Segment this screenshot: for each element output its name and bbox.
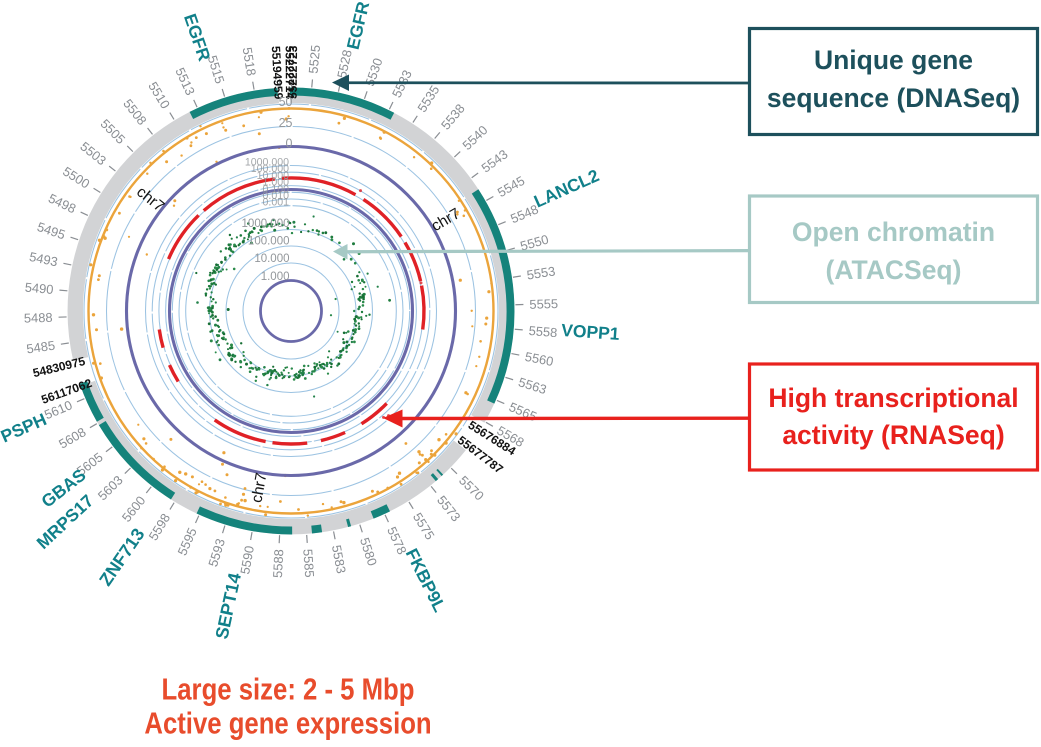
- svg-text:5485: 5485: [25, 338, 56, 357]
- svg-text:sequence (DNASeq): sequence (DNASeq): [767, 83, 1020, 113]
- svg-text:5543: 5543: [479, 146, 511, 175]
- svg-text:5595: 5595: [174, 525, 199, 557]
- svg-text:100.000: 100.000: [248, 236, 290, 248]
- svg-text:Large size: 2 - 5 Mbp: Large size: 2 - 5 Mbp: [162, 672, 415, 707]
- svg-text:5588: 5588: [270, 549, 286, 578]
- svg-text:5528: 5528: [334, 48, 355, 79]
- svg-text:5545: 5545: [495, 173, 527, 200]
- svg-text:VOPP1: VOPP1: [561, 320, 621, 344]
- svg-text:5535: 5535: [414, 83, 442, 115]
- svg-text:5565: 5565: [507, 399, 539, 424]
- svg-text:(ATACSeq): (ATACSeq): [826, 255, 962, 285]
- svg-text:FKBP9L: FKBP9L: [402, 545, 450, 615]
- svg-text:chr7: chr7: [429, 205, 464, 235]
- svg-text:10.000: 10.000: [254, 253, 289, 265]
- svg-text:5538: 5538: [438, 101, 468, 133]
- svg-text:Open chromatin: Open chromatin: [792, 217, 995, 247]
- svg-text:EGFR: EGFR: [180, 11, 215, 64]
- svg-text:5518: 5518: [240, 46, 260, 77]
- svg-text:5500: 5500: [60, 164, 92, 192]
- svg-text:5505: 5505: [98, 116, 129, 147]
- svg-text:5580: 5580: [357, 536, 380, 568]
- svg-text:PSPH: PSPH: [0, 409, 49, 446]
- svg-text:SEPT14: SEPT14: [212, 571, 246, 641]
- svg-text:5510: 5510: [145, 79, 173, 111]
- svg-text:55222723: 55222723: [286, 45, 300, 99]
- svg-text:5600: 5600: [119, 493, 149, 525]
- svg-text:5540: 5540: [459, 122, 490, 153]
- svg-text:5493: 5493: [28, 249, 59, 270]
- svg-text:5570: 5570: [456, 473, 487, 504]
- svg-text:5555: 5555: [529, 296, 558, 312]
- svg-text:0.001: 0.001: [262, 197, 289, 209]
- svg-text:5508: 5508: [120, 96, 150, 128]
- svg-text:5598: 5598: [145, 511, 173, 543]
- svg-text:5608: 5608: [56, 424, 88, 451]
- svg-text:25: 25: [279, 116, 293, 130]
- svg-text:50: 50: [279, 95, 293, 109]
- svg-text:5603: 5603: [95, 472, 126, 503]
- svg-text:5583: 5583: [329, 544, 349, 575]
- svg-text:5560: 5560: [524, 349, 555, 369]
- svg-text:5495: 5495: [35, 219, 67, 242]
- svg-text:5593: 5593: [205, 537, 228, 569]
- svg-text:Active gene expression: Active gene expression: [144, 706, 431, 741]
- svg-text:0: 0: [286, 137, 293, 151]
- svg-text:5573: 5573: [434, 493, 464, 525]
- svg-text:54830975: 54830975: [31, 354, 87, 380]
- svg-text:1000.000: 1000.000: [242, 218, 290, 230]
- svg-text:Unique gene: Unique gene: [814, 45, 973, 75]
- svg-text:5513: 5513: [172, 65, 198, 97]
- svg-text:ZNF713: ZNF713: [95, 525, 148, 590]
- svg-text:High transcriptional: High transcriptional: [768, 383, 1018, 413]
- svg-text:5498: 5498: [46, 190, 78, 216]
- svg-text:5558: 5558: [528, 323, 558, 340]
- svg-text:EGFR: EGFR: [343, 0, 374, 51]
- svg-text:5490: 5490: [24, 280, 54, 298]
- svg-text:5488: 5488: [24, 310, 53, 326]
- svg-text:5590: 5590: [237, 545, 257, 576]
- svg-text:5525: 5525: [306, 44, 324, 74]
- svg-text:5553: 5553: [526, 263, 557, 282]
- svg-text:1.000: 1.000: [261, 271, 290, 283]
- svg-text:activity (RNASeq): activity (RNASeq): [782, 420, 1004, 450]
- svg-text:5575: 5575: [410, 510, 438, 542]
- svg-text:5585: 5585: [300, 548, 317, 578]
- svg-text:chr7: chr7: [248, 471, 270, 504]
- svg-text:5563: 5563: [517, 374, 549, 397]
- svg-text:5503: 5503: [77, 139, 109, 169]
- svg-text:LANCL2: LANCL2: [531, 165, 602, 211]
